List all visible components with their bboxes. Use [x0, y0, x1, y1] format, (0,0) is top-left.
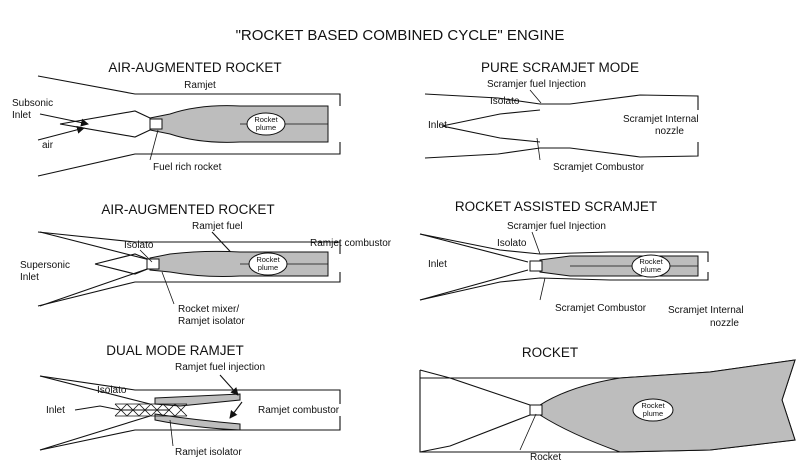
panel-pure-scramjet-mode: PURE SCRAMJET MODE Scramjer fuel Injecti…: [424, 60, 699, 173]
panel-dual-mode-ramjet: DUAL MODE RAMJET Ramjet fuel injection I…: [39, 343, 341, 458]
label-isolato: Isolato: [490, 96, 520, 107]
engine-outline: [424, 93, 699, 159]
panel-title: AIR-AUGMENTED ROCKET: [101, 202, 274, 217]
label-isolato: Isolato: [124, 240, 154, 251]
label-supersonic-1: Supersonic: [20, 260, 70, 271]
panel-title: ROCKET ASSISTED SCRAMJET: [455, 199, 657, 214]
arrow-combustion-flow: [229, 401, 243, 419]
label-isolato: Isolato: [97, 385, 127, 396]
panel-title: DUAL MODE RAMJET: [106, 343, 244, 358]
panel-rocket: ROCKET Rocket plume Rocket: [419, 345, 796, 463]
rocket-plume-region: [149, 105, 329, 143]
label-mixer-1: Rocket mixer/: [178, 304, 239, 315]
label-ramjet: Ramjet: [184, 80, 216, 91]
label-combustor: Scramjet Combustor: [553, 162, 645, 173]
label-fuel-injection: Scramjer fuel Injection: [507, 221, 606, 232]
label-supersonic-2: Inlet: [20, 272, 39, 283]
label-fuel-injection: Ramjet fuel injection: [175, 362, 265, 373]
label-isolator: Ramjet isolator: [175, 447, 242, 458]
label-fuel-injection: Scramjer fuel Injection: [487, 79, 586, 90]
panel-title: PURE SCRAMJET MODE: [481, 60, 639, 75]
label-nozzle-2: nozzle: [710, 318, 739, 329]
rocket-nozzle: [146, 258, 160, 270]
label-combustor: Ramjet combustor: [258, 405, 340, 416]
label-subsonic-2: Inlet: [12, 110, 31, 121]
lower-isolator-fill: [154, 413, 241, 431]
panel-air-augmented-rocket-supersonic: AIR-AUGMENTED ROCKET Ramjet fuel Ramjet …: [20, 202, 392, 327]
arrow-subsonic-inlet: [39, 113, 89, 127]
label-mixer-2: Ramjet isolator: [178, 316, 245, 327]
label-ramjet-combustor: Ramjet combustor: [310, 238, 392, 249]
label-plume-1: Rocket: [256, 255, 280, 264]
rocket-nozzle: [529, 260, 543, 272]
label-nozzle-2: nozzle: [655, 126, 684, 137]
label-nozzle-1: Scramjet Internal: [623, 114, 699, 125]
label-inlet: Inlet: [428, 259, 447, 270]
label-subsonic-1: Subsonic: [12, 98, 53, 109]
label-plume-1: Rocket: [254, 115, 278, 124]
arrow-fuel-injection: [219, 374, 239, 396]
engine-outline: [39, 375, 341, 451]
panel-air-augmented-rocket-subsonic: AIR-AUGMENTED ROCKET Ramjet Rocket plume…: [12, 60, 341, 177]
label-air: air: [42, 140, 54, 151]
label-plume-2: plume: [641, 265, 661, 274]
rocket-nozzle: [149, 118, 163, 130]
label-rocket: Rocket: [530, 452, 561, 463]
label-nozzle-1: Scramjet Internal: [668, 305, 744, 316]
panel-rocket-assisted-scramjet: ROCKET ASSISTED SCRAMJET Scramjer fuel I…: [419, 199, 744, 329]
label-inlet: Inlet: [46, 405, 65, 416]
label-plume-2: plume: [256, 123, 276, 132]
panel-title: AIR-AUGMENTED ROCKET: [108, 60, 281, 75]
upper-isolator-fill: [154, 393, 241, 407]
label-combustor: Scramjet Combustor: [555, 303, 647, 314]
rocket-plume-label-box: [246, 112, 286, 136]
rocket-nozzle: [529, 404, 543, 416]
engine-outline: [37, 231, 341, 307]
engine-outline: [37, 75, 341, 177]
label-isolato: Isolato: [497, 238, 527, 249]
label-fuel-rich-rocket: Fuel rich rocket: [153, 162, 222, 173]
panel-title: ROCKET: [522, 345, 578, 360]
rocket-plume-label-box: [631, 254, 671, 278]
label-plume-2: plume: [258, 263, 278, 272]
label-plume-2: plume: [643, 409, 663, 418]
label-inlet: Inlet: [428, 120, 447, 131]
label-plume-1: Rocket: [639, 257, 663, 266]
label-ramjet-fuel: Ramjet fuel: [192, 221, 243, 232]
rocket-plume-label-box: [248, 252, 288, 276]
main-title: "ROCKET BASED COMBINED CYCLE" ENGINE: [236, 27, 565, 44]
label-plume-1: Rocket: [641, 401, 665, 410]
arrow-air: [37, 125, 85, 141]
rocket-plume-label-box: [632, 398, 674, 422]
engine-outline: [419, 359, 796, 453]
